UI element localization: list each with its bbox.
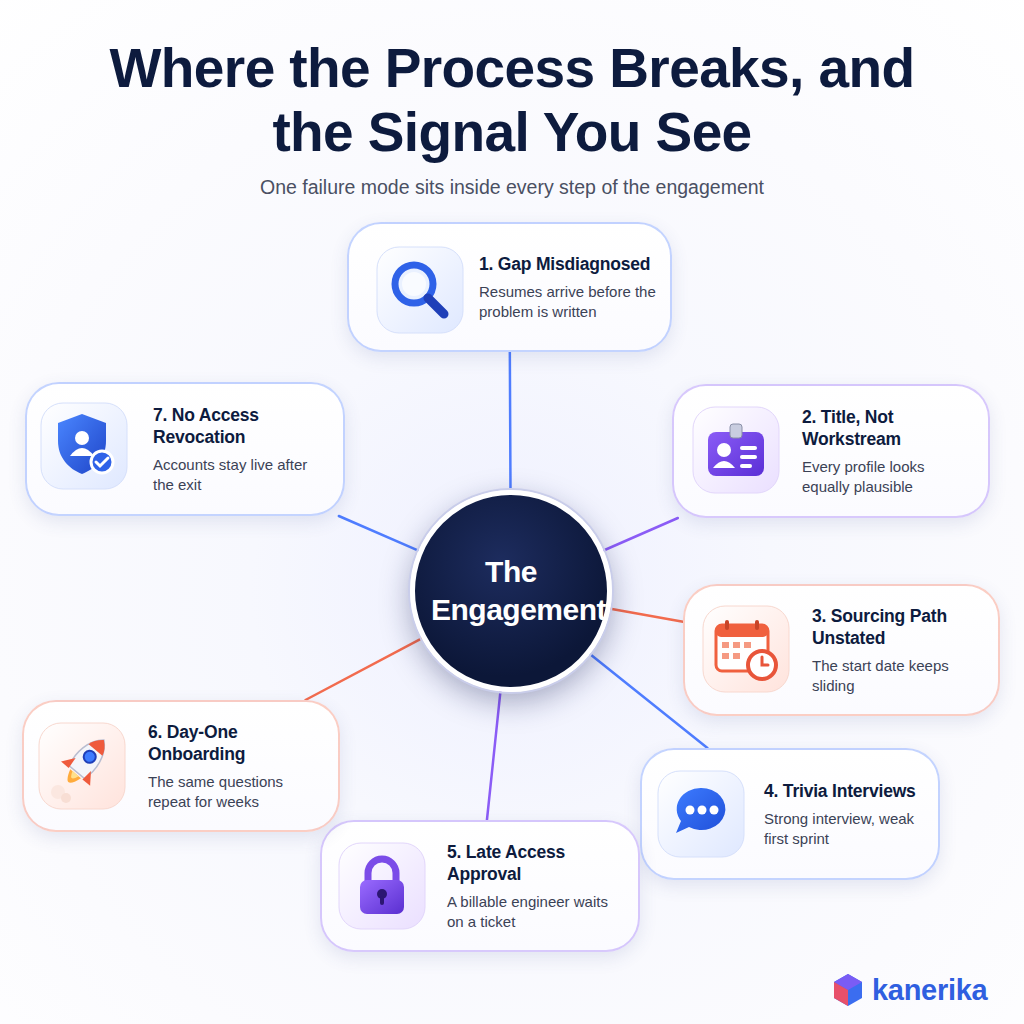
node-heading: 1. Gap Misdiagnosed xyxy=(479,253,656,275)
diagram-title: Where the Process Breaks, and the Signal… xyxy=(62,36,962,164)
failure-card: 4. Trivia InterviewsStrong interview, we… xyxy=(640,748,940,880)
node-body: A billable engineer waits on a ticket xyxy=(447,892,624,932)
node-heading: The Engagement xyxy=(431,553,591,629)
hub-circle: The Engagement xyxy=(410,490,612,692)
node-heading: 6. Day-One Onboarding xyxy=(148,721,324,765)
node-body: Every profile looks equally plausible xyxy=(802,457,974,497)
failure-card: 6. Day-One OnboardingThe same questions … xyxy=(22,700,340,832)
node-heading: 3. Sourcing Path Unstated xyxy=(812,605,984,649)
node-body: Resumes arrive before the problem is wri… xyxy=(479,282,656,322)
connector-line xyxy=(610,609,683,622)
connector-line xyxy=(604,518,678,551)
logo-text: kanerika xyxy=(872,972,1012,1008)
failure-card: 5. Late Access Approval A billable engine… xyxy=(320,820,640,952)
connector-line xyxy=(305,638,421,700)
failure-card: 2. Title, Not WorkstreamEvery profile lo… xyxy=(672,384,990,518)
node-heading: 5. Late Access Approval xyxy=(447,841,624,885)
node-heading: 7. No Access Revocation xyxy=(153,404,329,448)
node-heading: 4. Trivia Interviews xyxy=(764,780,924,802)
failure-card: 7. No Access RevocationAccounts stay liv… xyxy=(25,382,345,516)
logo-mark xyxy=(830,972,866,1008)
node-body: The start date keeps sliding xyxy=(812,656,984,696)
node-body: The same questions repeat for weeks xyxy=(148,772,324,812)
connector-line xyxy=(509,352,512,490)
node-body: Strong interview, weak first sprint xyxy=(764,809,924,849)
failure-card: 1. Gap MisdiagnosedResumes arrive before… xyxy=(347,222,672,352)
node-body: Accounts stay live after the exit xyxy=(153,455,329,495)
subtitle: One failure mode sits inside every step … xyxy=(62,176,962,199)
node-heading: 2. Title, Not Workstream xyxy=(802,406,974,450)
connector-line xyxy=(487,691,501,820)
failure-card: 3. Sourcing Path UnstatedThe start date … xyxy=(683,584,1000,716)
connector-line xyxy=(339,516,419,551)
